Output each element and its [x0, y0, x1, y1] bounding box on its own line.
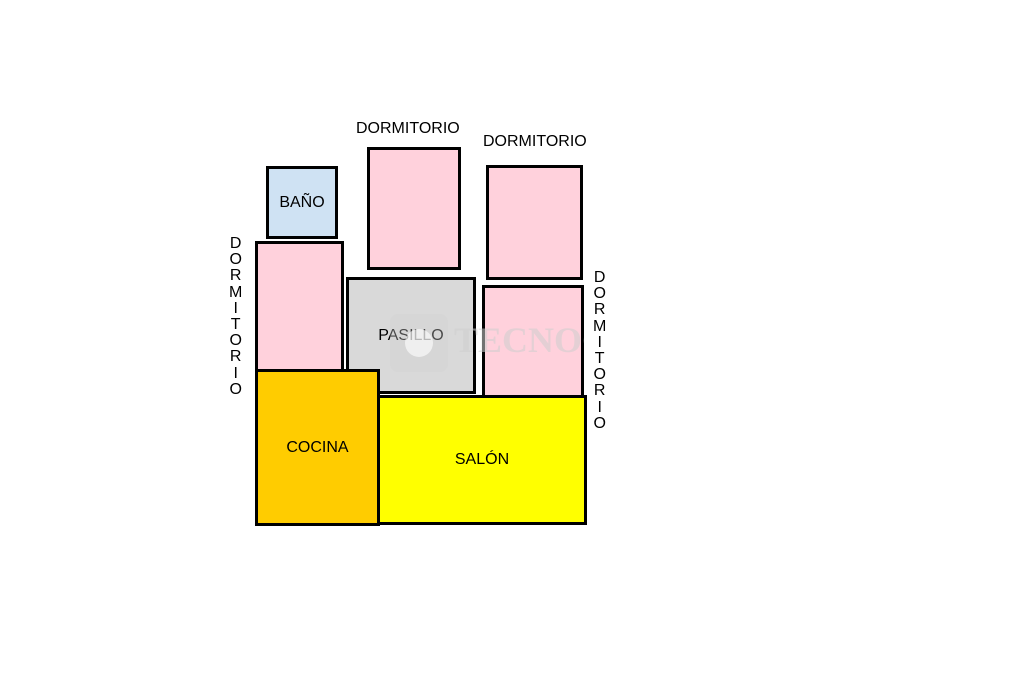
vertical-label-letter: I [597, 398, 602, 416]
room-dormitorio-left [255, 241, 344, 372]
dormitorio-top-right-label: DORMITORIO [483, 133, 587, 150]
vertical-label-letter: R [229, 348, 242, 366]
vertical-label-letter: I [233, 299, 238, 317]
vertical-label-letter: T [230, 316, 241, 334]
room-bano: BAÑO [266, 166, 338, 239]
room-dormitorio-right [482, 285, 584, 398]
room-pasillo-label: PASILLO [378, 326, 444, 344]
room-bano-label: BAÑO [279, 193, 325, 211]
vertical-label-letter: O [593, 285, 606, 303]
room-salon: SALÓN [377, 395, 587, 525]
vertical-label-letter: O [593, 366, 606, 384]
room-cocina-label: COCINA [286, 438, 349, 456]
vertical-label-letter: R [229, 267, 242, 285]
vertical-label-letter: R [593, 382, 606, 400]
room-salon-label: SALÓN [454, 451, 510, 468]
dormitorio-top-left-label: DORMITORIO [356, 120, 460, 137]
vertical-label-letter: O [229, 251, 242, 269]
vertical-label-letter: O [229, 332, 242, 350]
vertical-label-letter: O [593, 414, 606, 432]
vertical-label-letter: I [233, 364, 238, 382]
vertical-label-letter: D [593, 269, 606, 286]
room-dormitorio-top-left [367, 147, 461, 270]
vertical-label-letter: D [229, 235, 242, 252]
vertical-label-letter: T [594, 350, 605, 368]
vertical-label-letter: O [229, 380, 242, 398]
room-cocina: COCINA [255, 369, 380, 526]
vertical-label-letter: I [597, 333, 602, 351]
vertical-label-letter: M [593, 317, 607, 335]
vertical-label-letter: M [229, 283, 243, 301]
room-dormitorio-top-right [486, 165, 583, 280]
vertical-label-letter: R [593, 301, 606, 319]
